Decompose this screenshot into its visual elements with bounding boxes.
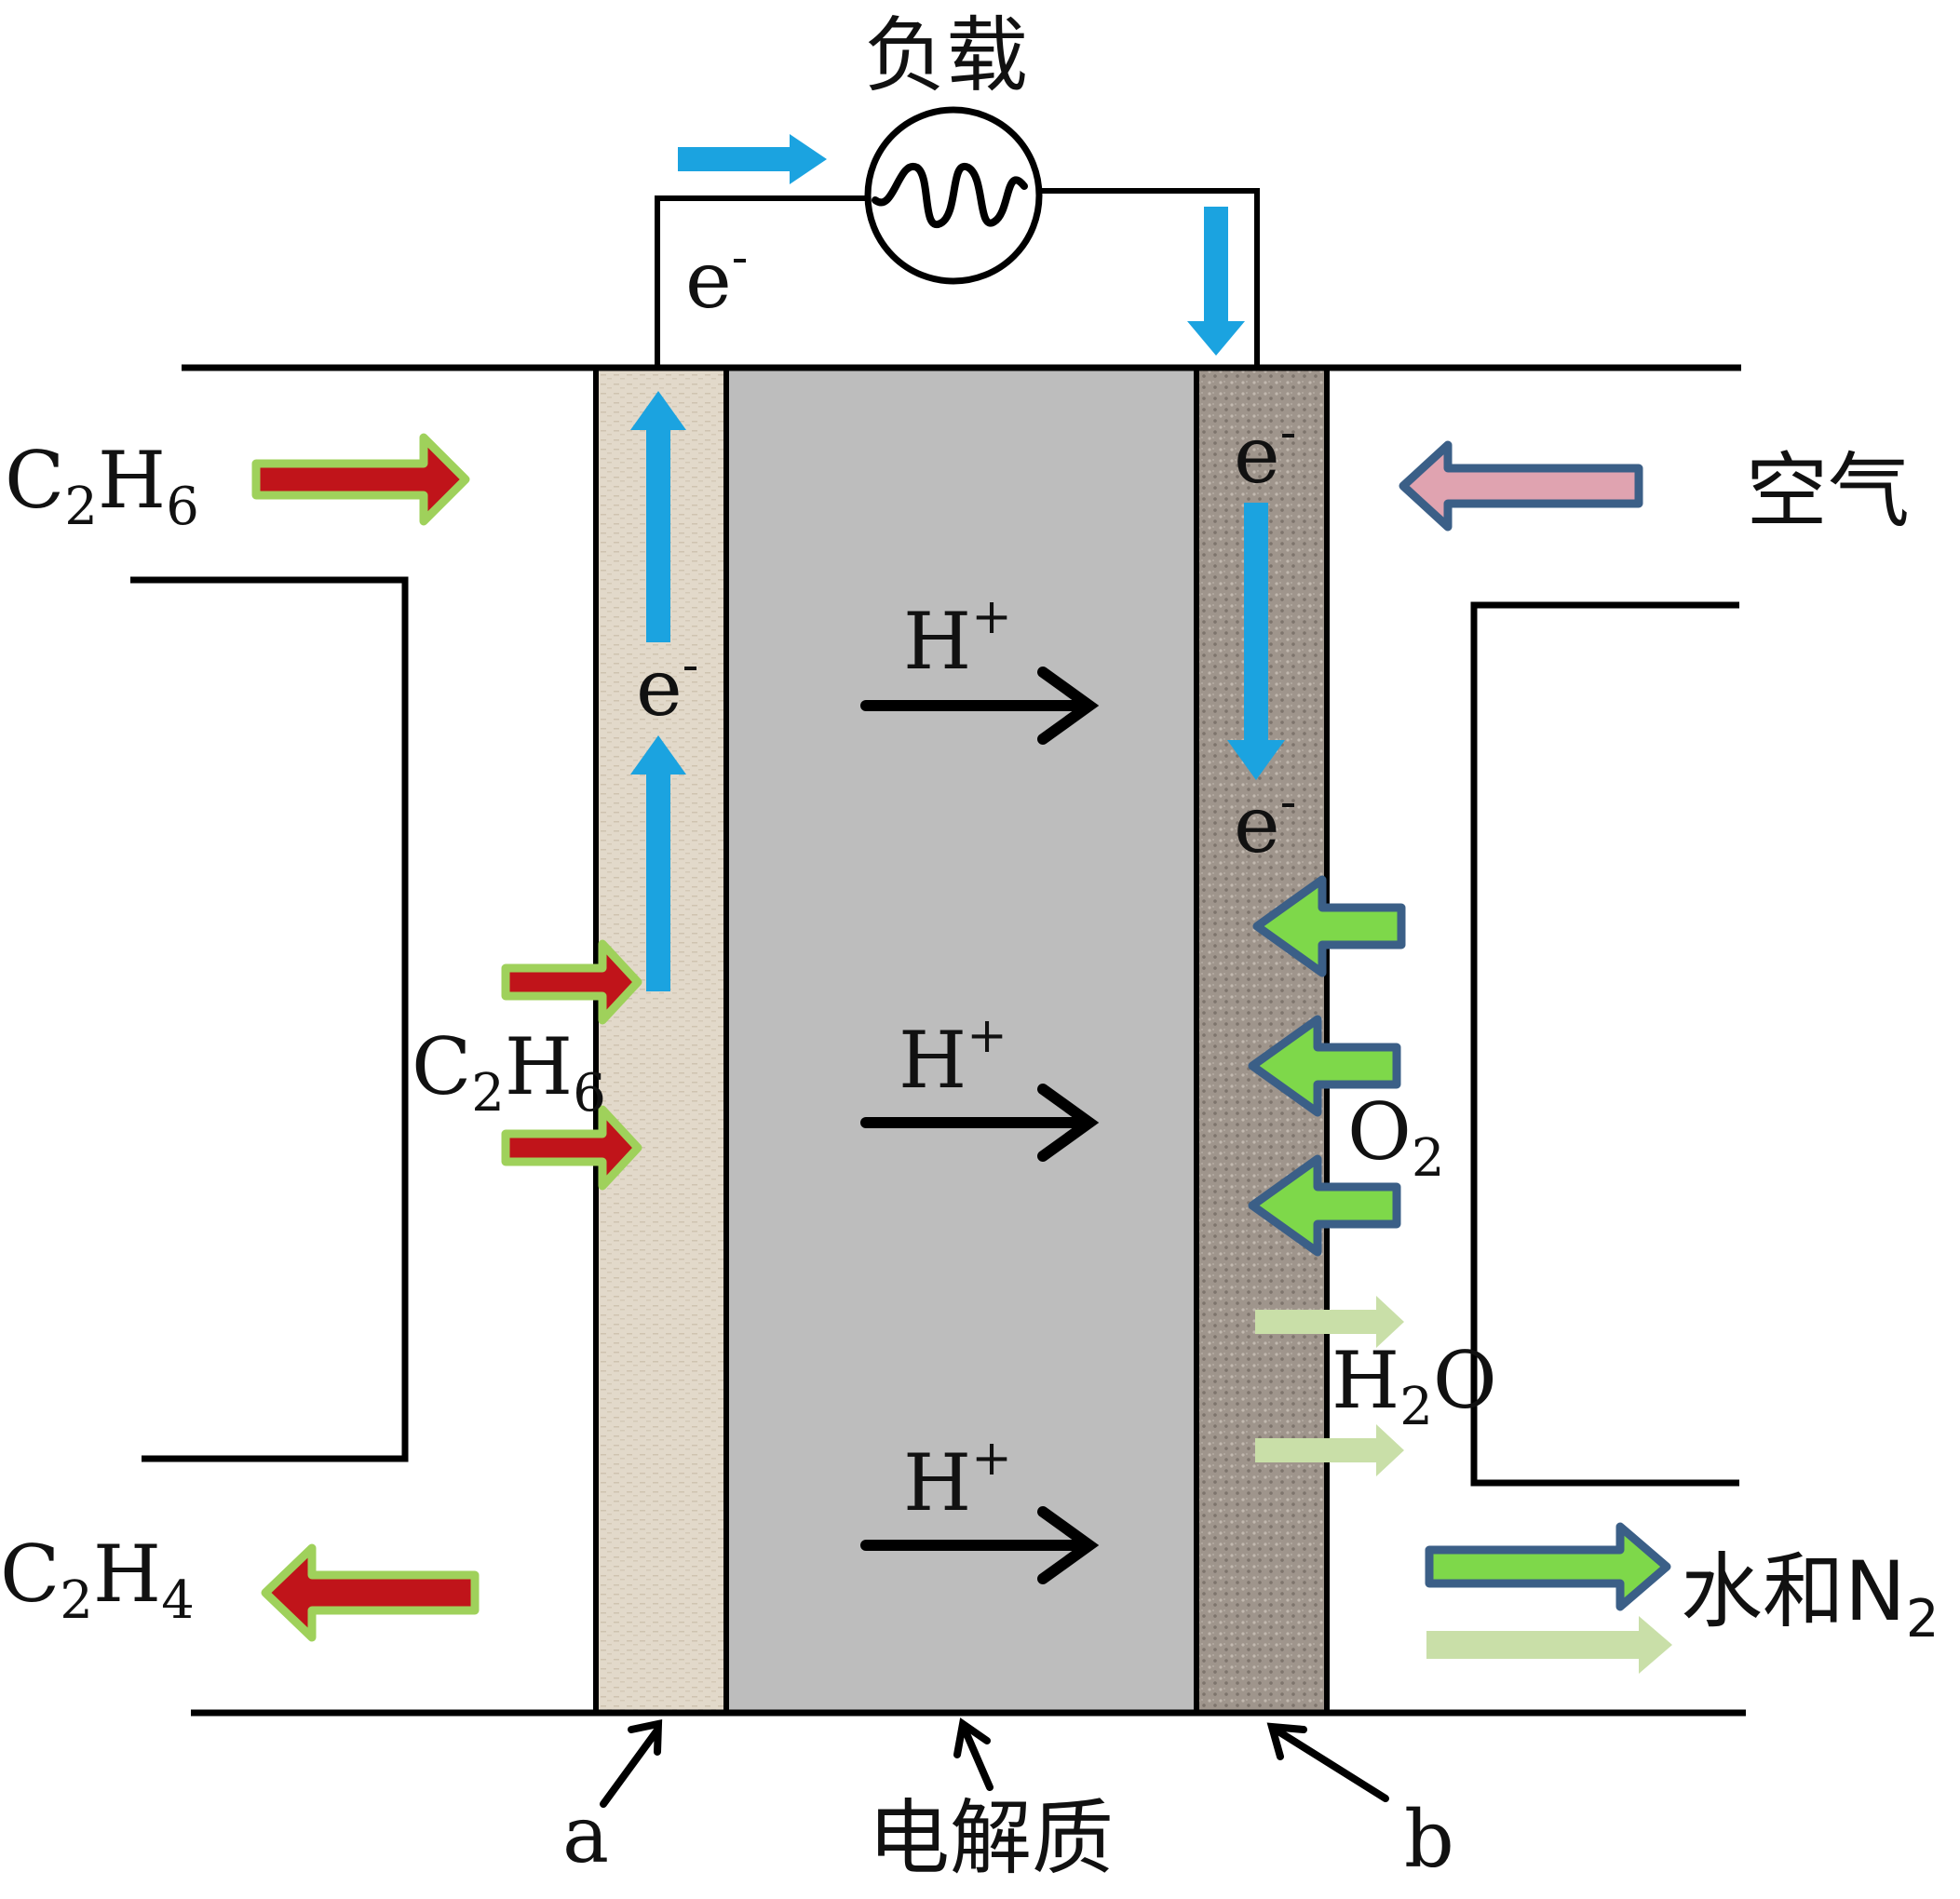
proton-label-3: H+ bbox=[903, 1431, 1012, 1529]
load-label: 负载 bbox=[864, 7, 1028, 103]
oxygen-arrow-2 bbox=[1248, 1015, 1401, 1117]
electron-label-cathode-top: e- bbox=[1234, 405, 1296, 501]
proton-label-2: H+ bbox=[899, 1008, 1007, 1106]
electrolyte-label: 电解质 bbox=[868, 1790, 1114, 1886]
pointer-arrow-electrolyte bbox=[953, 1717, 994, 1791]
electron-arrow-anode-lower bbox=[630, 735, 686, 991]
electron-label-circuit: e- bbox=[685, 230, 748, 326]
pointer-arrow-a bbox=[600, 1719, 663, 1808]
anode-product-arrow bbox=[261, 1543, 480, 1642]
electron-label-cathode-bottom: e- bbox=[1234, 774, 1296, 870]
external-circuit-wire-right bbox=[1041, 188, 1260, 368]
anode-reactant-label: C2H6 bbox=[412, 1021, 606, 1124]
electron-arrow-anode-upper bbox=[630, 391, 686, 642]
exhaust-arrow-pale bbox=[1426, 1616, 1672, 1674]
cathode-feed-label: 空气 bbox=[1746, 443, 1910, 539]
reactant-arrow-upper bbox=[501, 939, 642, 1025]
electrode-a-label: a bbox=[562, 1789, 609, 1880]
cathode-channel-wall bbox=[1470, 601, 1739, 1487]
air-arrow bbox=[1399, 440, 1643, 532]
cathode-exhaust-label: 水和N2 bbox=[1681, 1543, 1939, 1650]
load-coil-icon bbox=[872, 162, 1028, 229]
anode-feed-label: C2H6 bbox=[5, 435, 199, 537]
electron-arrow-cathode bbox=[1227, 503, 1285, 780]
proton-arrow-2 bbox=[860, 1084, 1100, 1162]
proton-label-1: H+ bbox=[903, 589, 1012, 687]
water-arrow-lower bbox=[1255, 1424, 1404, 1476]
water-label: H2O bbox=[1331, 1335, 1497, 1437]
exhaust-arrow-green bbox=[1425, 1522, 1671, 1611]
external-circuit-wire bbox=[655, 195, 866, 368]
electron-arrow-external-down bbox=[1187, 207, 1245, 356]
water-arrow-upper bbox=[1255, 1296, 1404, 1348]
electron-label-anode: e- bbox=[636, 638, 698, 734]
electrolyte-layer bbox=[723, 365, 1199, 1716]
electrode-b-label: b bbox=[1404, 1794, 1454, 1885]
anode-product-label: C2H4 bbox=[0, 1529, 195, 1631]
oxygen-arrow-1 bbox=[1252, 875, 1406, 977]
anode-channel-wall bbox=[130, 576, 409, 1462]
electron-arrow-external-right bbox=[678, 134, 827, 184]
oxygen-label: O2 bbox=[1347, 1086, 1445, 1189]
oxygen-arrow-3 bbox=[1248, 1154, 1401, 1257]
pointer-arrow-b bbox=[1266, 1722, 1389, 1802]
reactant-arrow-lower bbox=[501, 1105, 642, 1191]
proton-arrow-1 bbox=[860, 667, 1100, 745]
proton-arrow-3 bbox=[860, 1506, 1100, 1584]
anode-feed-arrow bbox=[251, 433, 470, 526]
